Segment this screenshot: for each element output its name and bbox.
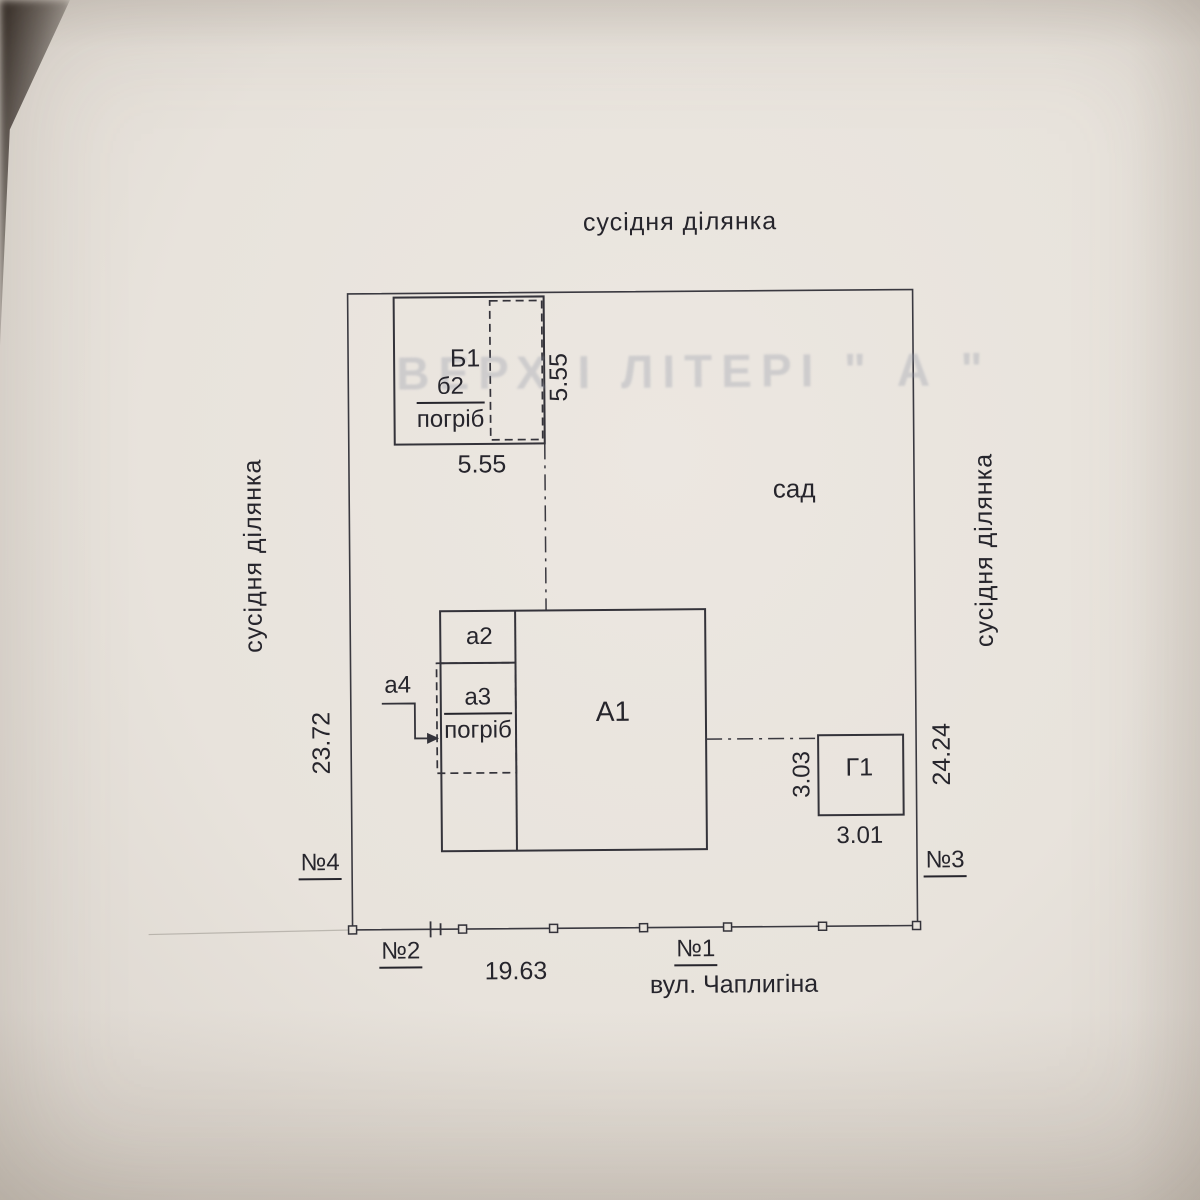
marker-n1: №1: [674, 935, 718, 967]
label-building-a2: а2: [465, 622, 493, 651]
label-building-b1: Б1: [449, 344, 481, 373]
label-neighbor-top: сусідня ділянка: [582, 207, 778, 237]
label-neighbor-left: сусідня ділянка: [238, 458, 268, 653]
dim-left-boundary: 23.72: [307, 711, 336, 775]
label-building-a4: а4: [384, 671, 412, 699]
b2-label: б2: [416, 373, 485, 404]
marker-n4-text: №4: [298, 849, 342, 881]
boundary-dashdot-horizontal: [706, 737, 819, 740]
fence-posts: [347, 920, 922, 938]
boundary-dashdot-vertical: [544, 443, 547, 611]
marker-n2-text: №2: [379, 937, 423, 969]
building-b1-outline: [392, 295, 546, 446]
building-g1-outline: [817, 733, 905, 817]
neighbor-fence-line: [148, 929, 351, 936]
plot-boundary: [346, 288, 919, 931]
building-a1-outline: [435, 608, 708, 853]
label-building-g1: Г1: [845, 753, 874, 782]
label-building-a3: а3 погріб: [443, 683, 512, 744]
label-garden: сад: [772, 473, 816, 504]
dim-b1-width: 5.55: [457, 450, 507, 479]
label-street: вул. Чаплигіна: [649, 969, 819, 1000]
dim-street-frontage: 19.63: [484, 956, 548, 986]
dim-g1-width: 3.01: [836, 821, 884, 850]
label-building-a1: А1: [595, 695, 631, 728]
a3-sublabel: погріб: [444, 716, 512, 744]
b2-sublabel: погріб: [416, 405, 485, 433]
a3-label: а3: [443, 683, 512, 715]
marker-n1-text: №1: [674, 935, 718, 967]
a4-leader-arrow: [381, 702, 440, 744]
marker-n3: №3: [923, 846, 967, 878]
marker-n3-text: №3: [923, 846, 967, 878]
marker-n2: №2: [379, 937, 423, 969]
label-building-b2: б2 погріб: [416, 373, 485, 433]
dim-b1-depth: 5.55: [544, 352, 573, 402]
paper-bleedthrough-text: ВЕРХ І ЛІТЕРІ " А ": [396, 342, 992, 400]
marker-n4: №4: [298, 849, 342, 881]
label-neighbor-right: сусідня ділянка: [969, 452, 999, 648]
dim-right-boundary: 24.24: [927, 722, 956, 786]
dim-g1-depth: 3.03: [788, 750, 816, 798]
